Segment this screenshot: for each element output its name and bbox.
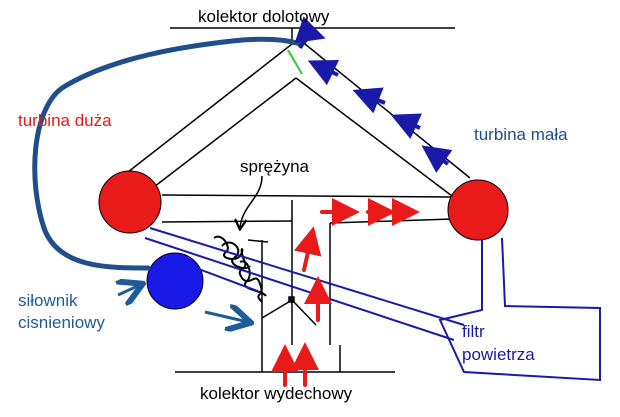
filter-label-line2: powietrza — [462, 345, 535, 364]
exhaust-pipes — [161, 194, 453, 372]
boost-pressure-hose — [32, 36, 303, 271]
small-turbine — [447, 179, 509, 241]
big-turbine — [98, 170, 162, 234]
exhaust-flow-arrows — [271, 198, 420, 387]
bypass-valve-mark — [287, 49, 303, 75]
air-filter — [438, 237, 601, 382]
actuator-label-line1: siłownik — [18, 291, 78, 310]
actuator-flow-arrows — [118, 285, 248, 322]
actuator-label-line2: cisnieniowy — [18, 313, 105, 332]
spring-leader — [240, 175, 263, 228]
small-turbine-label: turbina mała — [474, 125, 568, 144]
big-turbine-label: turbina duża — [18, 111, 112, 130]
wastegate-flap — [247, 239, 317, 326]
filter-label-line1: filtr — [462, 322, 485, 341]
pressure-actuator — [146, 252, 204, 310]
spring-label: sprężyna — [240, 157, 310, 176]
intake-manifold-label: kolektor dolotowy — [198, 7, 330, 26]
intake-flow-arrows — [294, 16, 453, 173]
exhaust-manifold-label: kolektor wydechowy — [200, 384, 353, 403]
